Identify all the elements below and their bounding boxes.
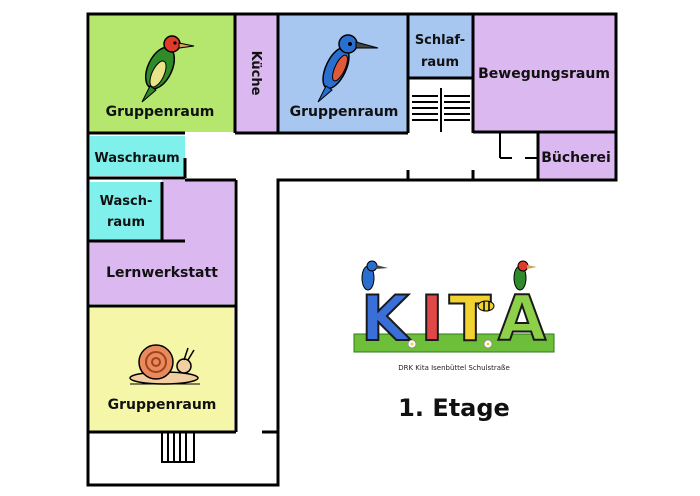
label-waschraum-2-line1: Wasch- xyxy=(100,194,153,209)
logo-kingfisher-icon xyxy=(361,260,388,291)
logo-subtitle: DRK Kita Isenbüttel Schulstraße xyxy=(398,364,510,372)
logo-flower-icon xyxy=(483,339,493,349)
logo-grass xyxy=(353,333,555,353)
label-gruppenraum-specht: Gruppenraum xyxy=(106,104,215,120)
floor-title: 1. Etage xyxy=(398,394,510,422)
logo-flower-icon xyxy=(407,339,417,349)
room-kueche[interactable] xyxy=(235,15,278,132)
label-waschraum-1: Waschraum xyxy=(94,151,179,166)
kingfisher-icon xyxy=(317,34,379,103)
stairs-bottom xyxy=(161,431,195,463)
label-schlafraum-line2: raum xyxy=(421,55,459,70)
woodpecker-icon xyxy=(141,35,195,103)
snail-icon xyxy=(129,344,200,385)
logo-woodpecker-icon xyxy=(513,260,537,291)
logo-letter-i: I xyxy=(420,282,443,355)
logo-letter-a: A xyxy=(498,282,546,355)
outer-wall xyxy=(86,12,618,487)
room-waschraum-1[interactable] xyxy=(90,136,185,176)
label-buecherei: Bücherei xyxy=(541,150,611,166)
label-bewegungsraum: Bewegungsraum xyxy=(478,66,610,82)
label-waschraum-2-line2: raum xyxy=(107,215,145,230)
room-schlafraum[interactable] xyxy=(408,15,473,78)
kita-logo: K I T A DRK Kita Isenbüttel Schulstraße xyxy=(353,260,555,372)
label-kueche: Küche xyxy=(248,51,263,96)
room-bewegungsraum[interactable] xyxy=(473,15,615,132)
label-schlafraum-line1: Schlaf- xyxy=(415,33,465,48)
label-lernwerkstatt: Lernwerkstatt xyxy=(106,265,218,281)
stairs-top xyxy=(412,88,470,132)
label-gruppenraum-eisvogel: Gruppenraum xyxy=(290,104,399,120)
room-waschraum-2[interactable] xyxy=(90,182,162,239)
logo-bee-icon xyxy=(477,300,495,312)
room-buecherei[interactable] xyxy=(538,132,615,179)
logo-letter-k: K xyxy=(361,282,411,355)
label-gruppenraum-schnecke: Gruppenraum xyxy=(108,397,217,413)
